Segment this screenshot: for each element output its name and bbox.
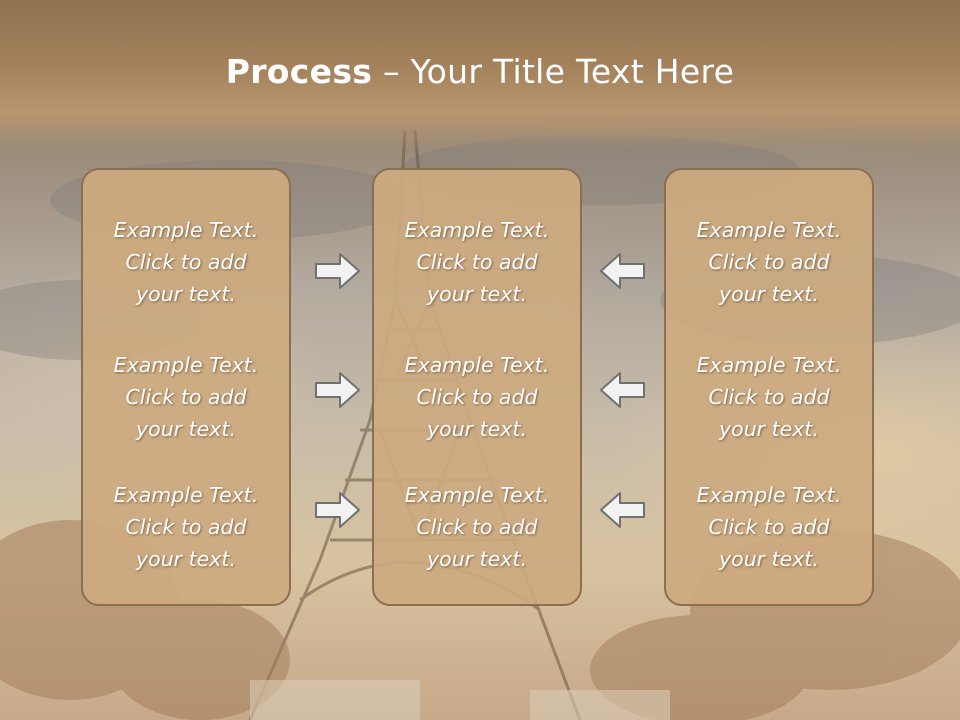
process-panel-right[interactable]: Example Text. Click to add your text. Ex… — [664, 168, 874, 606]
panel-text-line: your text. — [136, 282, 236, 306]
title-rest-part: – Your Title Text Here — [372, 52, 735, 91]
arrow-right-icon — [315, 372, 360, 408]
panel-text-block[interactable]: Example Text. Click to add your text. — [83, 214, 289, 310]
panel-text-line: Click to add — [125, 385, 247, 409]
panel-text-line: your text. — [136, 547, 236, 571]
panel-text-line: Click to add — [708, 385, 830, 409]
panel-text-line: Example Text. — [696, 483, 842, 507]
process-panel-center[interactable]: Example Text. Click to add your text. Ex… — [372, 168, 582, 606]
panel-text-line: Example Text. — [404, 218, 550, 242]
panel-text-block[interactable]: Example Text. Click to add your text. — [83, 479, 289, 575]
panel-text-line: Example Text. — [404, 483, 550, 507]
arrow-left-icon — [600, 372, 645, 408]
process-panel-left[interactable]: Example Text. Click to add your text. Ex… — [81, 168, 291, 606]
panel-text-line: Click to add — [125, 515, 247, 539]
panel-text-line: your text. — [427, 547, 527, 571]
title-band — [0, 0, 960, 150]
panel-text-line: your text. — [719, 417, 819, 441]
panel-text-block[interactable]: Example Text. Click to add your text. — [666, 479, 872, 575]
panel-text-block[interactable]: Example Text. Click to add your text. — [374, 349, 580, 445]
panel-text-line: Click to add — [708, 250, 830, 274]
panel-text-line: your text. — [427, 417, 527, 441]
panel-text-block[interactable]: Example Text. Click to add your text. — [666, 214, 872, 310]
arrow-left-icon — [600, 492, 645, 528]
panel-text-block[interactable]: Example Text. Click to add your text. — [83, 349, 289, 445]
panel-text-block[interactable]: Example Text. Click to add your text. — [666, 349, 872, 445]
panel-text-line: your text. — [427, 282, 527, 306]
panel-text-line: Click to add — [416, 385, 538, 409]
arrow-left-icon — [600, 253, 645, 289]
panel-text-block[interactable]: Example Text. Click to add your text. — [374, 479, 580, 575]
panel-text-block[interactable]: Example Text. Click to add your text. — [374, 214, 580, 310]
panel-text-line: Click to add — [416, 515, 538, 539]
arrow-right-icon — [315, 492, 360, 528]
title-bold-part: Process — [225, 52, 373, 91]
panel-text-line: your text. — [136, 417, 236, 441]
panel-text-line: Example Text. — [404, 353, 550, 377]
arrow-right-icon — [315, 253, 360, 289]
panel-text-line: Click to add — [708, 515, 830, 539]
panel-text-line: Example Text. — [113, 483, 259, 507]
panel-text-line: Click to add — [416, 250, 538, 274]
panel-text-line: Example Text. — [696, 218, 842, 242]
panel-text-line: Example Text. — [696, 353, 842, 377]
slide-title[interactable]: Process – Your Title Text Here — [0, 52, 960, 91]
panel-text-line: Example Text. — [113, 353, 259, 377]
panel-text-line: Click to add — [125, 250, 247, 274]
panel-text-line: Example Text. — [113, 218, 259, 242]
panel-text-line: your text. — [719, 547, 819, 571]
panel-text-line: your text. — [719, 282, 819, 306]
